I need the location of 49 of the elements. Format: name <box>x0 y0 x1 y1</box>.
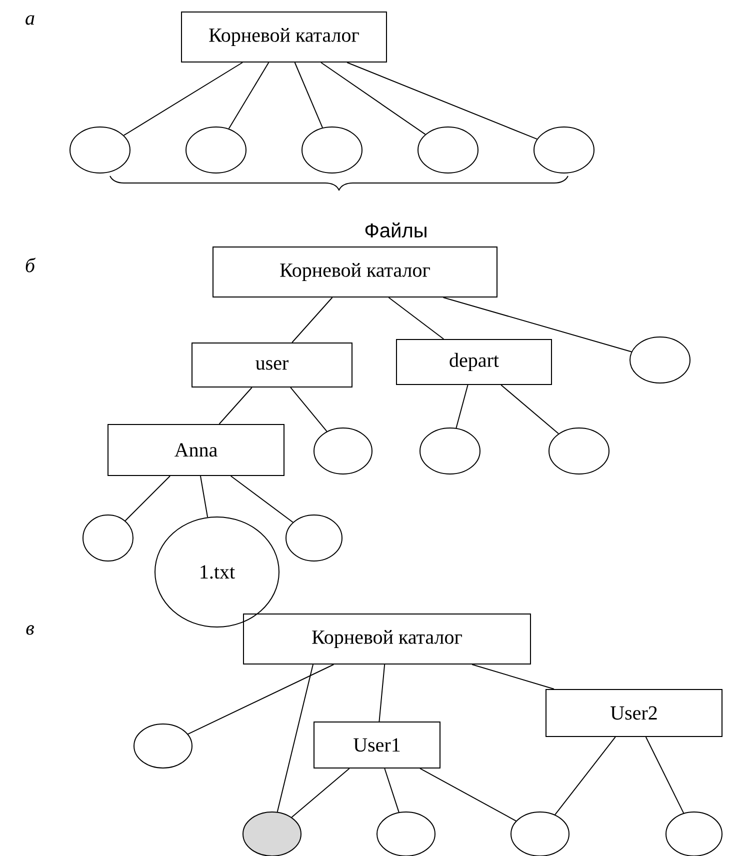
directory-box: Корневой каталог <box>212 246 498 298</box>
file-ellipse <box>242 812 302 856</box>
panel-letter: а <box>26 15 34 25</box>
connector-line <box>188 664 334 735</box>
connector-line <box>645 736 684 814</box>
connector-line <box>456 384 468 428</box>
connector-line <box>200 476 208 518</box>
directory-box: user <box>192 342 352 388</box>
directory-box: User2 <box>546 689 722 737</box>
file-ellipse <box>420 428 480 474</box>
panel-letter: б <box>26 258 36 272</box>
file-ellipse <box>286 514 342 562</box>
file-ellipse <box>630 336 690 384</box>
file-ellipse <box>134 724 192 768</box>
connector-line <box>124 476 171 522</box>
connector-line <box>294 62 323 128</box>
directory-box: Anna <box>108 424 284 476</box>
directory-box: Корневой каталог <box>181 12 387 62</box>
directory-box: Корневой каталог <box>243 614 531 664</box>
connector-line <box>420 768 517 822</box>
connector-line <box>384 768 400 813</box>
connector-line <box>320 62 426 135</box>
connector-line <box>378 664 386 722</box>
file-ellipse <box>548 428 610 474</box>
connector-line <box>500 384 559 434</box>
connector-line <box>218 387 252 424</box>
connector-line <box>290 387 328 432</box>
file-ellipse <box>534 126 594 174</box>
connector-line <box>228 62 270 130</box>
file-ellipse <box>302 126 362 174</box>
connector-line <box>346 62 538 140</box>
connector-line <box>291 768 350 818</box>
file-ellipse <box>186 126 246 174</box>
panel-letter: в <box>26 625 34 635</box>
connector-line <box>276 664 314 812</box>
connector-line <box>442 297 632 352</box>
file-ellipse <box>70 126 130 174</box>
directory-box: User1 <box>314 722 440 768</box>
group-label: Файлы <box>365 222 426 238</box>
connector-line <box>388 297 444 340</box>
file-ellipse <box>314 428 372 474</box>
file-ellipse <box>82 514 134 562</box>
connector-line <box>472 664 554 690</box>
connector-line <box>123 62 243 136</box>
connector-line <box>292 297 333 343</box>
connector-line <box>554 736 616 816</box>
connector-line <box>230 476 294 523</box>
file-ellipse <box>418 126 478 174</box>
directory-box: depart <box>396 339 552 385</box>
